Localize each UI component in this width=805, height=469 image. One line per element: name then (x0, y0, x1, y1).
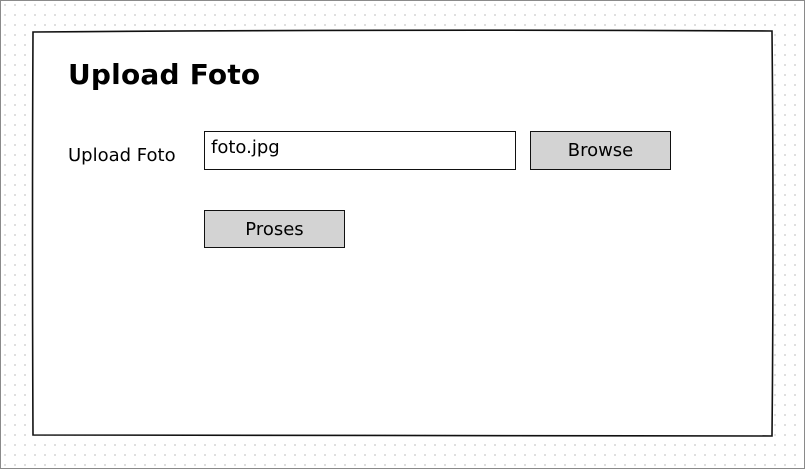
browse-button[interactable]: Browse (530, 131, 671, 170)
page-title: Upload Foto (68, 58, 261, 91)
proses-button[interactable]: Proses (204, 210, 345, 248)
upload-foto-label: Upload Foto (68, 145, 176, 166)
file-path-input[interactable] (204, 131, 516, 170)
